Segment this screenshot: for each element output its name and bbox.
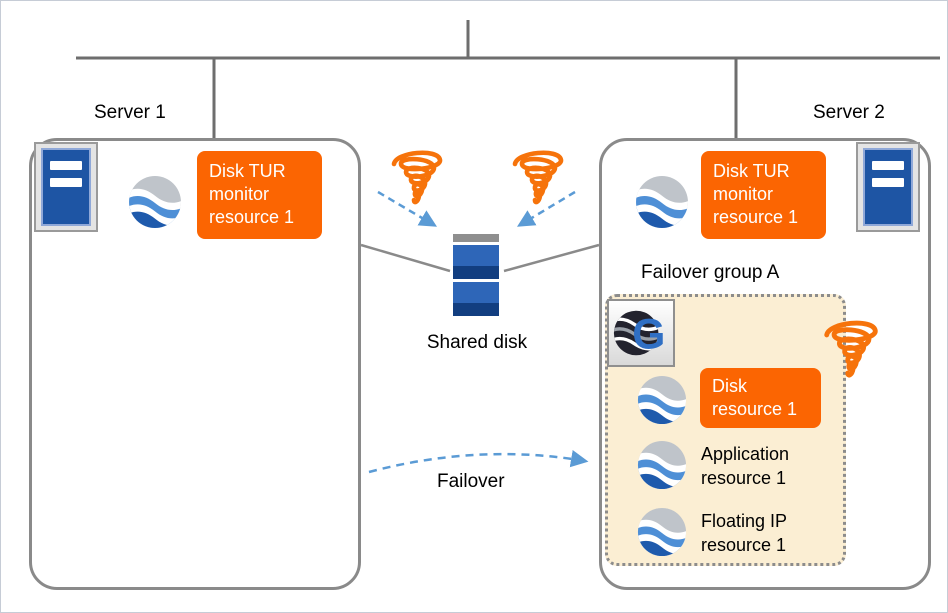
resource-icon [129,176,181,228]
failover-arrow [368,450,589,474]
resource-icon [637,440,687,490]
network-lines [76,20,940,138]
resource-icon [637,375,687,425]
resource-icon [636,176,688,228]
tornado-icon [391,150,443,205]
resource-application: Application resource 1 [701,444,790,489]
g-logo-icon: G [607,299,675,367]
svg-text:G: G [632,310,665,358]
server-icon [856,142,920,232]
failover-label: Failover [437,471,505,492]
server-chassis [863,148,913,226]
server2-monitor-resource: Disk TUR monitor resource 1 [701,151,826,239]
server2-label: Server 2 [813,102,885,123]
resource-floating-ip: Floating IP resource 1 [701,511,787,556]
failover-group-label: Failover group A [641,262,780,283]
server-icon [34,142,98,232]
shared-disk-icon [453,234,499,316]
shared-disk-label: Shared disk [426,332,528,353]
server-chassis [41,148,91,226]
resource-disk: Disk resource 1 [700,368,821,428]
tornado-icon [824,320,878,378]
server1-label: Server 1 [94,102,166,123]
resource-icon [637,507,687,557]
g-logo-graphic: G [613,310,665,358]
tornado-icon [512,150,564,205]
server1-monitor-resource: Disk TUR monitor resource 1 [197,151,322,239]
